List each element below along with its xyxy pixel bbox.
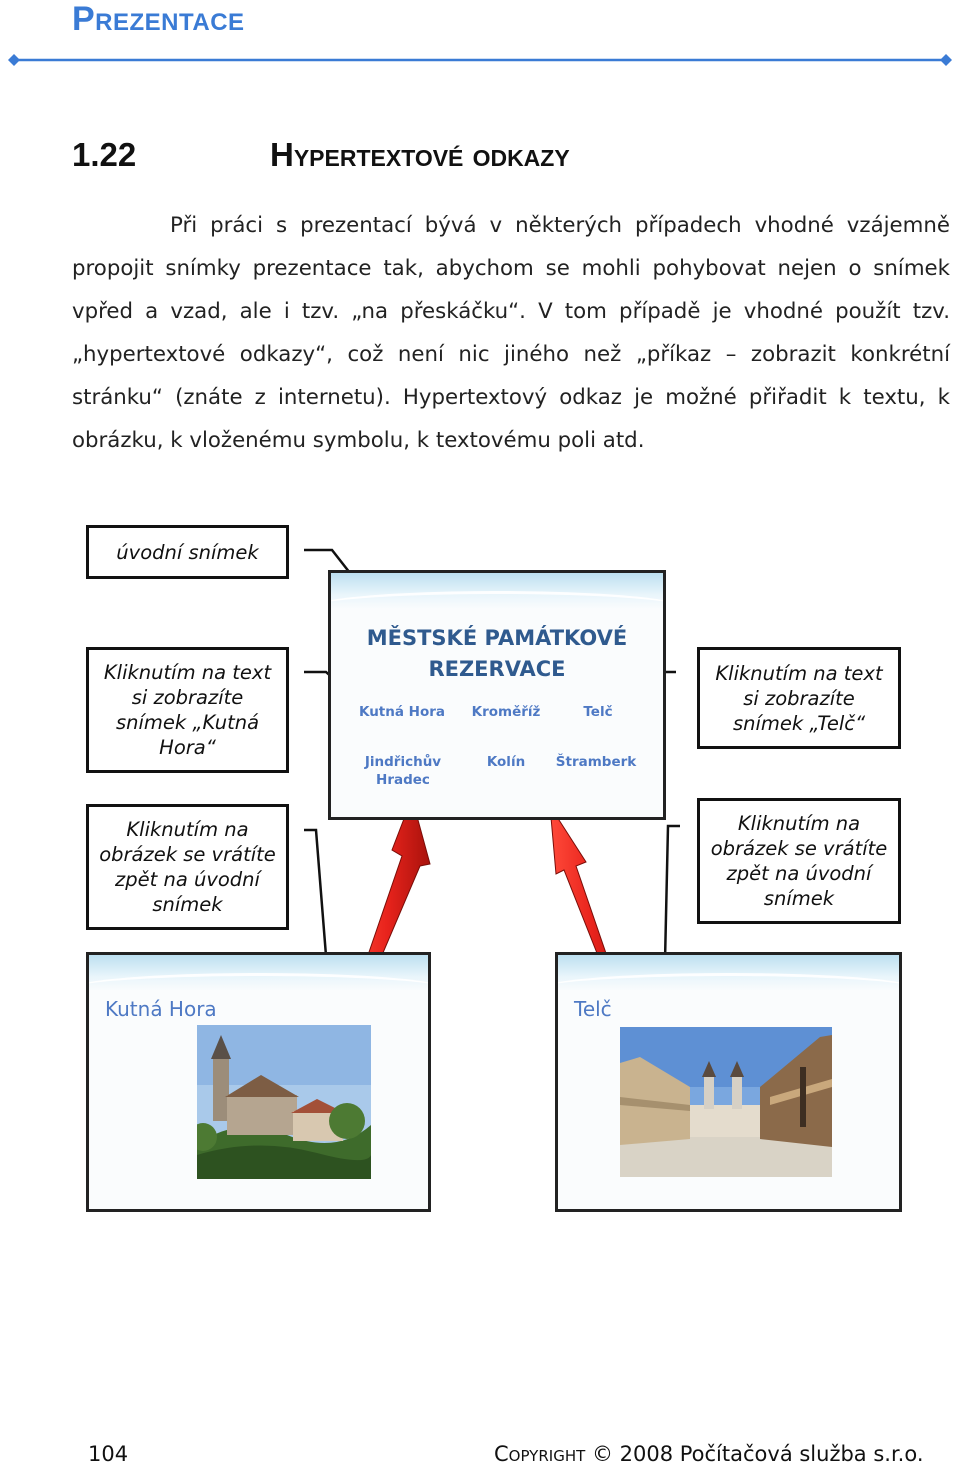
callout-click-text-telc: Kliknutím na text si zobrazíte snímek „T…: [697, 647, 901, 749]
callout-intro-slide-text: úvodní snímek: [116, 540, 259, 564]
footer-copyright-rest: © 2008 Počítačová služba s.r.o.: [591, 1442, 924, 1466]
slide-header-band: [558, 955, 899, 991]
kutna-hora-photo[interactable]: [197, 1025, 371, 1179]
header-rule: [8, 54, 952, 66]
slide-kutna-hora-title: Kutná Hora: [105, 997, 217, 1021]
slide-header-band: [331, 573, 663, 609]
link-kolin[interactable]: Kolín: [486, 754, 526, 770]
footer-page-number: 104: [88, 1442, 129, 1466]
callout-click-text-telc-text: Kliknutím na text si zobrazíte snímek „T…: [715, 661, 883, 735]
callout-click-image-back-right: Kliknutím na obrázek se vrátíte zpět na …: [697, 798, 901, 924]
callout-click-image-back-left-text: Kliknutím na obrázek se vrátíte zpět na …: [99, 818, 276, 916]
section-title: Hypertextové odkazy: [270, 136, 570, 173]
link-kromeriz[interactable]: Kroměříž: [471, 704, 541, 720]
body-paragraph: Při práci s prezentací bývá v některých …: [72, 204, 950, 462]
callout-click-image-back-right-text: Kliknutím na obrázek se vrátíte zpět na …: [710, 812, 888, 910]
callout-click-text-kutna: Kliknutím na text si zobrazíte snímek „K…: [86, 647, 289, 773]
link-stramberk[interactable]: Štramberk: [555, 754, 637, 770]
main-slide-title-line1: MĚSTSKÉ PAMÁTKOVÉ: [366, 626, 628, 650]
callout-click-image-back-left: Kliknutím na obrázek se vrátíte zpět na …: [86, 804, 289, 930]
link-kutna-hora[interactable]: Kutná Hora: [358, 704, 446, 720]
connector-back-right: [662, 824, 680, 1007]
slide-kutna-hora: Kutná Hora: [86, 952, 431, 1212]
footer-copyright: Copyright © 2008 Počítačová služba s.r.o…: [494, 1442, 924, 1466]
page-header-title: Prezentace: [72, 0, 245, 38]
slide-telc-title: Telč: [574, 997, 612, 1021]
slide-telc: Telč: [555, 952, 902, 1212]
footer-copyright-word: Copyright: [494, 1442, 586, 1466]
slide-header-band: [89, 955, 428, 991]
main-slide-title-line2: REZERVACE: [428, 657, 566, 681]
section-number: 1.22: [72, 136, 137, 173]
callout-intro-slide: úvodní snímek: [86, 525, 289, 579]
main-slide-title: MĚSTSKÉ PAMÁTKOVÉ REZERVACE: [331, 623, 663, 685]
main-slide: MĚSTSKÉ PAMÁTKOVÉ REZERVACE Kutná Hora K…: [328, 570, 666, 820]
link-telc[interactable]: Telč: [583, 704, 613, 720]
body-paragraph-text: Při práci s prezentací bývá v některých …: [72, 213, 950, 453]
telc-photo[interactable]: [620, 1027, 832, 1177]
connector-back-left: [304, 828, 332, 1007]
callout-click-text-kutna-text: Kliknutím na text si zobrazíte snímek „K…: [103, 661, 272, 759]
link-jindrichuv-hradec[interactable]: Jindřichův Hradec: [364, 754, 442, 788]
